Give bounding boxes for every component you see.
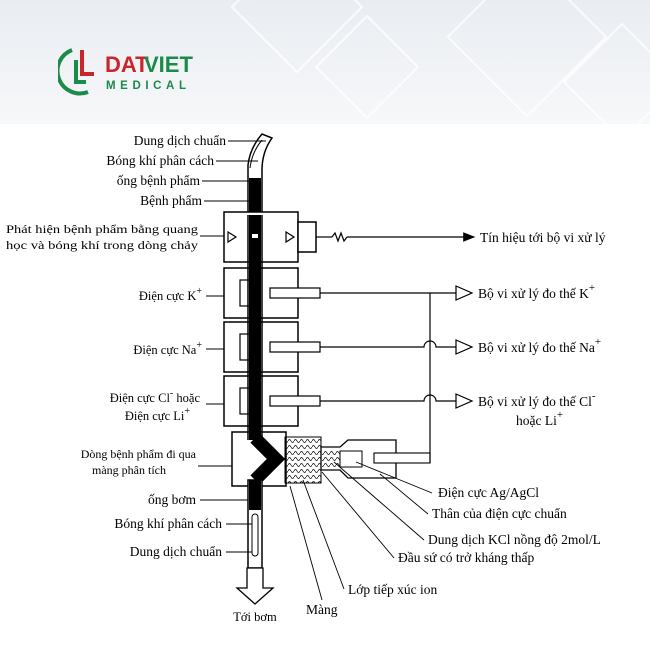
label-detection-line2: học và bóng khí trong dòng chảy xyxy=(6,238,198,252)
company-logo: DAT VIET MEDICAL xyxy=(58,44,198,108)
sample-fill-top xyxy=(249,178,261,215)
label-to-pump: Tới bơm xyxy=(233,610,277,624)
label-ag-agcl-electrode: Điện cực Ag/AgCl xyxy=(438,485,539,500)
electrode-block-k xyxy=(223,267,321,319)
ion-contact-layer xyxy=(284,436,322,484)
label-pump-tube: ống bơm xyxy=(148,492,197,507)
label-ceramic-tip: Đầu sứ có trở kháng thấp xyxy=(398,550,535,565)
label-electrode-li: Điện cực Li+ xyxy=(125,406,191,423)
resistor-icon xyxy=(331,231,348,243)
bottom-leader-lines xyxy=(289,461,433,601)
label-detection-line1: Phát hiện bệnh phẩm bằng quang xyxy=(6,222,198,236)
logo-mark-icon xyxy=(58,48,94,96)
electrode-block-na xyxy=(223,321,321,373)
label-signal: Tín hiệu tới bộ vi xử lý xyxy=(480,230,606,245)
kcl-solution xyxy=(322,449,340,469)
left-leader-lines xyxy=(198,140,266,553)
label-flow-line1: Dòng bệnh phẩm đi qua xyxy=(81,447,197,461)
header-background xyxy=(0,0,650,142)
sample-flow-zigzag xyxy=(250,433,286,485)
processor-na-arrow-icon xyxy=(455,339,474,355)
label-processor-k: Bộ vi xử lý đo thế K+ xyxy=(478,282,595,301)
brand-name-part2: VIET xyxy=(144,52,193,77)
sample-fill-column xyxy=(249,215,261,440)
to-pump-arrow-icon xyxy=(235,567,275,605)
detector-right-arm xyxy=(297,221,317,253)
label-separating-bubble-top: Bóng khí phân cách xyxy=(106,153,214,168)
label-processor-cl: Bộ vi xử lý đo thế Cl- xyxy=(478,390,596,409)
wire-cl-li xyxy=(320,394,456,402)
label-electrode-na: Điện cực Na+ xyxy=(133,340,202,357)
bubble-segment xyxy=(249,139,263,169)
processor-k-arrow-icon xyxy=(455,285,474,301)
brand-subtitle: MEDICAL xyxy=(106,80,191,92)
label-sample: Bệnh phẩm xyxy=(140,193,202,208)
processor-cl-arrow-icon xyxy=(455,393,474,409)
light-emitter-icon xyxy=(227,230,238,244)
electrode-block-cl-li xyxy=(223,375,321,427)
brand-name-part1: DAT xyxy=(105,52,149,77)
sample-fill-pump xyxy=(249,480,261,510)
ag-agcl-electrode xyxy=(339,450,363,468)
label-standard-solution-top: Dung dịch chuẩn xyxy=(134,133,226,148)
label-membrane: Màng xyxy=(306,602,338,617)
label-separating-bubble-bottom: Bóng khí phân cách xyxy=(114,516,222,531)
wire-na xyxy=(320,340,456,348)
label-standard-solution-bottom: Dung dịch chuẩn xyxy=(130,544,222,559)
label-reference-body: Thân của điện cực chuẩn xyxy=(432,506,567,521)
label-sample-tube: ống bệnh phẩm xyxy=(117,173,201,188)
label-processor-li: hoặc Li+ xyxy=(516,409,563,428)
label-kcl-solution: Dung dịch KCl nồng độ 2mol/L xyxy=(428,532,601,547)
label-ion-contact-layer: Lớp tiếp xúc ion xyxy=(348,582,437,597)
bubble-capsule xyxy=(251,513,259,557)
electrode-wire xyxy=(373,452,431,464)
light-sensor-icon xyxy=(285,230,296,244)
label-processor-na: Bộ vi xử lý đo thế Na+ xyxy=(478,336,601,355)
label-electrode-cl: Điện cực Cl- hoặc xyxy=(110,388,201,405)
bubble-marker xyxy=(252,234,258,238)
label-electrode-k: Điện cực K+ xyxy=(139,286,202,303)
label-flow-line2: màng phân tích xyxy=(92,463,166,477)
